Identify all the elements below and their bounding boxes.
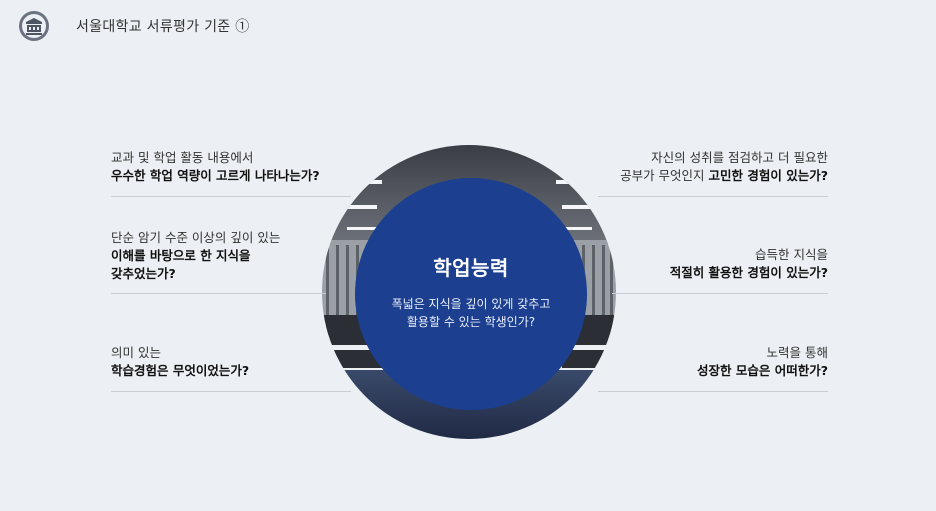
divider bbox=[598, 391, 828, 392]
criterion-subtitle: 폭넓은 지식을 깊이 있게 갖추고 활용할 수 있는 학생인가? bbox=[392, 295, 551, 331]
question-line-bold: 성장한 모습은 어떠한가? bbox=[697, 363, 828, 378]
criterion-subtitle-line1: 폭넓은 지식을 깊이 있게 갖추고 bbox=[391, 296, 551, 311]
criterion-subtitle-line2: 활용할 수 있는 학생인가? bbox=[406, 314, 536, 329]
right-question-1: 자신의 성취를 점검하고 더 필요한 공부가 무엇인지 고민한 경험이 있는가? bbox=[568, 149, 828, 185]
divider bbox=[111, 391, 351, 392]
divider bbox=[111, 196, 351, 197]
question-line-mixed: 공부가 무엇인지 고민한 경험이 있는가? bbox=[568, 167, 828, 185]
left-question-2: 단순 암기 수준 이상의 깊이 있는 이해를 바탕으로 한 지식을 갖추었는가? bbox=[111, 229, 341, 283]
header: 서울대학교 서류평가 기준 ① bbox=[18, 10, 250, 42]
page-title: 서울대학교 서류평가 기준 ① bbox=[76, 19, 250, 35]
question-line-part: 공부가 무엇인지 bbox=[620, 168, 709, 183]
question-line: 의미 있는 bbox=[111, 345, 161, 360]
question-line: 노력을 통해 bbox=[766, 345, 828, 360]
question-line-bold: 갖추었는가? bbox=[111, 266, 176, 281]
question-line-bold: 이해를 바탕으로 한 지식을 bbox=[111, 248, 251, 263]
question-line-bold: 우수한 학업 역량이 고르게 나타나는가? bbox=[111, 168, 320, 183]
question-line: 단순 암기 수준 이상의 깊이 있는 bbox=[111, 230, 281, 245]
question-line-bold: 학습경험은 무엇이었는가? bbox=[111, 363, 250, 378]
criterion-title: 학업능력 bbox=[433, 255, 509, 280]
question-line: 습득한 지식을 bbox=[755, 247, 828, 262]
divider bbox=[612, 293, 828, 294]
question-line-bold: 고민한 경험이 있는가? bbox=[708, 168, 828, 183]
question-line: 자신의 성취를 점검하고 더 필요한 bbox=[651, 150, 828, 165]
question-line: 교과 및 학업 활동 내용에서 bbox=[111, 150, 254, 165]
divider bbox=[111, 293, 326, 294]
left-question-1: 교과 및 학업 활동 내용에서 우수한 학업 역량이 고르게 나타나는가? bbox=[111, 149, 341, 185]
right-question-2: 습득한 지식을 적절히 활용한 경험이 있는가? bbox=[568, 246, 828, 282]
right-question-3: 노력을 통해 성장한 모습은 어떠한가? bbox=[568, 344, 828, 380]
snu-emblem-icon bbox=[19, 11, 49, 41]
question-line-bold: 적절히 활용한 경험이 있는가? bbox=[669, 265, 828, 280]
core-criterion-circle: 학업능력 폭넓은 지식을 깊이 있게 갖추고 활용할 수 있는 학생인가? bbox=[355, 178, 587, 410]
divider bbox=[598, 196, 828, 197]
left-question-3: 의미 있는 학습경험은 무엇이었는가? bbox=[111, 344, 341, 380]
